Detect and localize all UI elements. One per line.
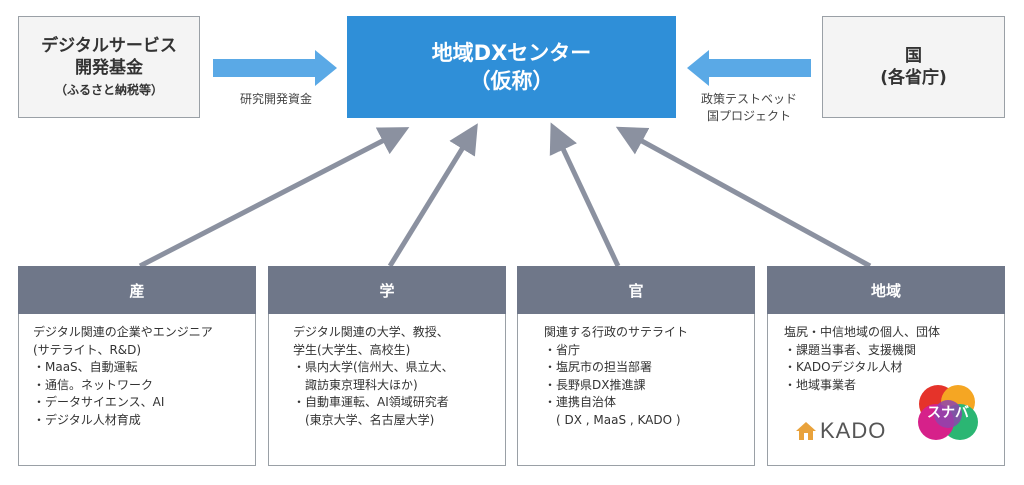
arrow-left-to-center (213, 50, 337, 86)
caption-policy-line2: 国プロジェクト (706, 109, 791, 123)
caption-policy-testbed: 政策テストベッド 国プロジェクト (686, 91, 812, 125)
fund-box: デジタルサービス 開発基金 （ふるさと納税等） (18, 16, 200, 118)
list-item: 関連する行政のサテライト (544, 325, 689, 339)
center-subtitle: （仮称） (469, 69, 554, 93)
list-item: ・長野県DX推進課 (544, 377, 646, 392)
column-government-header: 官 (517, 266, 755, 314)
column-academia: 学 デジタル関連の大学、教授、 学生(大学生、高校生) ・県内大学(信州大、県立… (268, 266, 506, 466)
list-item: ・KADOデジタル人材 (784, 360, 903, 374)
arrow-academia-to-center (387, 123, 478, 268)
list-item: ・県内大学(信州大、県立大、 (293, 360, 454, 374)
list-item: ・デジタル人材育成 (33, 412, 141, 427)
caption-research-funds: 研究開発資金 (239, 92, 312, 106)
house-icon (796, 422, 816, 440)
list-item: ( DX , MaaS , KADO ) (544, 412, 681, 427)
list-item: ・地域事業者 (784, 377, 857, 392)
national-box: 国 (各省庁) (822, 16, 1005, 118)
list-item: ・自動車運転、AI領域研究者 (293, 395, 449, 409)
column-industry: 産 デジタル関連の企業やエンジニア (サテライト、R&D) ・MaaS、自動運転… (18, 266, 256, 466)
kado-logo-text: KADO (820, 418, 887, 443)
list-item: 学生(大学生、高校生) (293, 342, 411, 357)
column-government: 官 関連する行政のサテライト ・省庁 ・塩尻市の担当部署 ・長野県DX推進課 ・… (517, 266, 755, 466)
sunaba-logo-text: スナバ (927, 405, 969, 421)
arrow-right-to-center (687, 50, 811, 86)
list-item: デジタル関連の企業やエンジニア (33, 325, 213, 339)
national-title: 国 (905, 46, 922, 66)
list-item: (東京大学、名古屋大学) (293, 412, 435, 427)
list-item: ・課題当事者、支援機関 (784, 342, 917, 357)
column-government-body: 関連する行政のサテライト ・省庁 ・塩尻市の担当部署 ・長野県DX推進課 ・連携… (517, 314, 755, 466)
arrow-government-to-center (549, 122, 621, 268)
column-academia-body: デジタル関連の大学、教授、 学生(大学生、高校生) ・県内大学(信州大、県立大、… (268, 314, 506, 466)
list-item: 諏訪東京理科大ほか) (293, 377, 418, 392)
list-item: ・通信。ネットワーク (33, 377, 154, 392)
list-item: デジタル関連の大学、教授、 (293, 325, 449, 339)
column-region-header: 地域 (767, 266, 1005, 314)
column-industry-header: 産 (18, 266, 256, 314)
caption-policy-line1: 政策テストベッド (700, 92, 797, 106)
list-item: 塩尻・中信地域の個人、団体 (784, 325, 941, 339)
sunaba-logo: スナバ (916, 384, 980, 446)
arrow-industry-to-center (138, 127, 410, 269)
column-industry-body: デジタル関連の企業やエンジニア (サテライト、R&D) ・MaaS、自動運転 ・… (18, 314, 256, 466)
list-item: ・MaaS、自動運転 (33, 360, 138, 374)
list-item: (サテライト、R&D) (33, 342, 142, 357)
column-region: 地域 塩尻・中信地域の個人、団体 ・課題当事者、支援機関 ・KADOデジタル人材… (767, 266, 1005, 466)
arrow-region-to-center (615, 126, 872, 269)
fund-subtitle: （ふるさと納税等） (54, 83, 163, 97)
list-item: ・データサイエンス、AI (33, 395, 165, 409)
national-subtitle: (各省庁) (880, 68, 947, 88)
list-item: ・連携自治体 (544, 395, 617, 409)
fund-title-line2: 開発基金 (75, 58, 143, 78)
dx-center-box: 地域DXセンター （仮称） (347, 16, 676, 118)
fund-title-line1: デジタルサービス (41, 36, 177, 56)
kado-logo: KADO (795, 418, 886, 444)
column-academia-header: 学 (268, 266, 506, 314)
center-title: 地域DXセンター (431, 41, 592, 65)
sunaba-logo-mark (918, 385, 978, 440)
list-item: ・省庁 (544, 342, 581, 357)
list-item: ・塩尻市の担当部署 (544, 360, 653, 374)
